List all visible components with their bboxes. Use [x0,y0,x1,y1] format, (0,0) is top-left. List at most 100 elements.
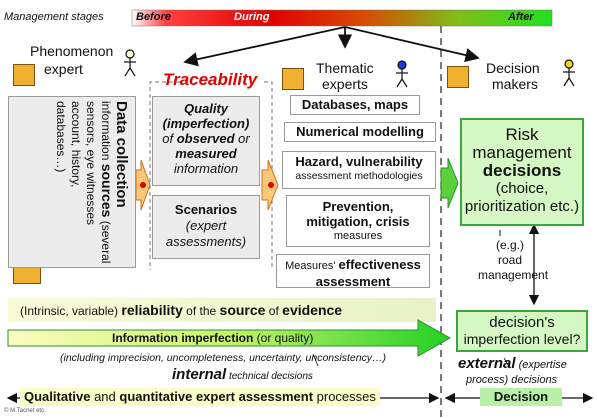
measures-l2: assessment [315,274,391,289]
external-pointer [503,357,511,369]
dc-line2c: (several [99,217,113,264]
connector-dot-1 [140,182,146,188]
decision-label-1: Decision [486,60,540,76]
bottom-c: quantitative expert assessment [119,389,314,404]
thematic-expert-figure [396,60,408,88]
phenomenon-label-1: Phenomenon [30,43,114,59]
risk-decisions: decisions [482,161,562,180]
decision-label-2: makers [492,76,538,92]
decision-level-l1: decision's [489,314,555,331]
imperfection-text: Information imperfection (or quality) [112,331,313,345]
dc-line2a: information [99,101,113,164]
reliability-text: (Intrinsic, variable) reliability of the… [20,302,342,318]
imperf-b: (or quality) [253,331,314,345]
bottom-b: and [90,389,120,404]
imperfection-arrow [7,319,452,357]
quality-l3c: or [234,131,250,146]
external-text: external (expertise process) decisions [458,356,594,388]
decision-maker-icon [447,66,469,88]
credit-text: © M.Tacnet etc. [4,408,46,414]
internal-b: technical decisions [226,371,313,382]
phenomenon-expert-figure [124,49,136,77]
quality-l1: Quality [183,101,229,116]
stage-after: After [508,11,534,23]
thematic-expert-icon [282,68,304,90]
dc-line3: sensors, eye witnesses [84,101,98,226]
databases-box: Databases, maps [290,95,420,115]
scenarios-l1: Scenarios [174,202,238,217]
rel-c: of the [182,304,220,318]
arrow-to-decision [344,26,480,63]
hazard-box: Hazard, vulnerability assessment methodo… [282,151,436,189]
quality-l2: (imperfection) [162,116,250,131]
quality-box: Quality (imperfection) of observed or me… [152,96,260,186]
imperfection-sub: (including imprecision, uncompleteness, … [60,352,387,364]
measures-l1: Measures' [285,260,339,272]
stage-before: Before [136,11,171,23]
quality-l4: measured [175,146,237,161]
imperf-a: Information imperfection [112,331,254,345]
dc-line5: databases…) [54,101,68,173]
external-c: process) decisions [466,374,558,386]
rel-e: of [265,304,283,318]
measures-box: Measures' effectiveness assessment [276,254,430,289]
timeline-bar [131,9,553,27]
hazard-l2: assessment methodologies [295,170,423,182]
quality-l3a: of [162,131,177,146]
road-l2: road [497,253,523,267]
rel-reliability: reliability [121,302,183,318]
process-label: Qualitative and quantitative expert asse… [20,388,380,406]
road-l3: management [478,268,549,282]
thematic-label-2: experts [322,76,368,92]
dc-sources: sources [99,163,115,218]
arrow-to-phenomenon [183,26,346,67]
scenarios-l3: assessments) [165,234,247,249]
risk-l4: (choice, [495,180,549,197]
external-a: external [458,355,516,372]
reliability-band [8,298,436,322]
risk-l2: management [472,143,572,162]
prevention-l1: Prevention, [322,199,394,214]
risk-l1: Risk [505,125,539,144]
phenomenon-expert-icon [13,64,35,86]
external-b: (expertise [515,359,567,371]
risk-decisions-box: Risk management decisions (choice, prior… [460,118,584,226]
road-management-text: (e.g.) road management [478,238,549,283]
traceability-bracket-right [264,81,273,268]
decision-maker-figure [563,59,575,87]
stage-during: During [234,11,270,23]
hazard-l1: Hazard, vulnerability [295,154,423,169]
management-stages-label: Management stages [4,11,104,23]
measures-effectiveness: effectiveness [338,257,421,272]
thematic-label-1: Thematic [316,60,374,76]
rel-evidence: evidence [282,302,343,318]
road-l1: (e.g.) [495,238,524,252]
quality-observed: observed [176,131,235,146]
internal-text: internal technical decisions [172,366,313,384]
bottom-d: processes [313,389,376,404]
risk-l5: prioritization etc.) [464,198,580,215]
numerical-box: Numerical modelling [284,122,436,142]
scenarios-l2: (expert [185,218,227,233]
prevention-box: Prevention, mitigation, crisis measures [286,195,430,247]
prevention-l3: measures [333,230,383,242]
thematic-to-risk-arrow [440,157,459,209]
quality-l5: information [173,161,239,176]
prevention-l2: mitigation, crisis [306,214,410,229]
decision-label: Decision [480,388,562,406]
phenomenon-label-2: expert [44,61,83,77]
bottom-a: Qualitative [24,389,91,404]
dc-line4: account, history, [69,101,83,188]
internal-a: internal [172,366,227,383]
traceability-label: Traceability [163,70,258,89]
traceability-bracket-left [149,81,180,270]
connector-dot-2 [268,182,274,188]
decision-level-box: decision's imperfection level? [456,310,588,352]
rel-a: (Intrinsic, variable) [20,304,122,318]
decision-level-l2: imperfection level? [463,331,581,347]
rel-source: source [219,302,266,318]
internal-pointer [312,353,319,367]
scenarios-box: Scenarios (expert assessments) [152,195,260,259]
data-collection-title: Data collection [113,101,130,208]
